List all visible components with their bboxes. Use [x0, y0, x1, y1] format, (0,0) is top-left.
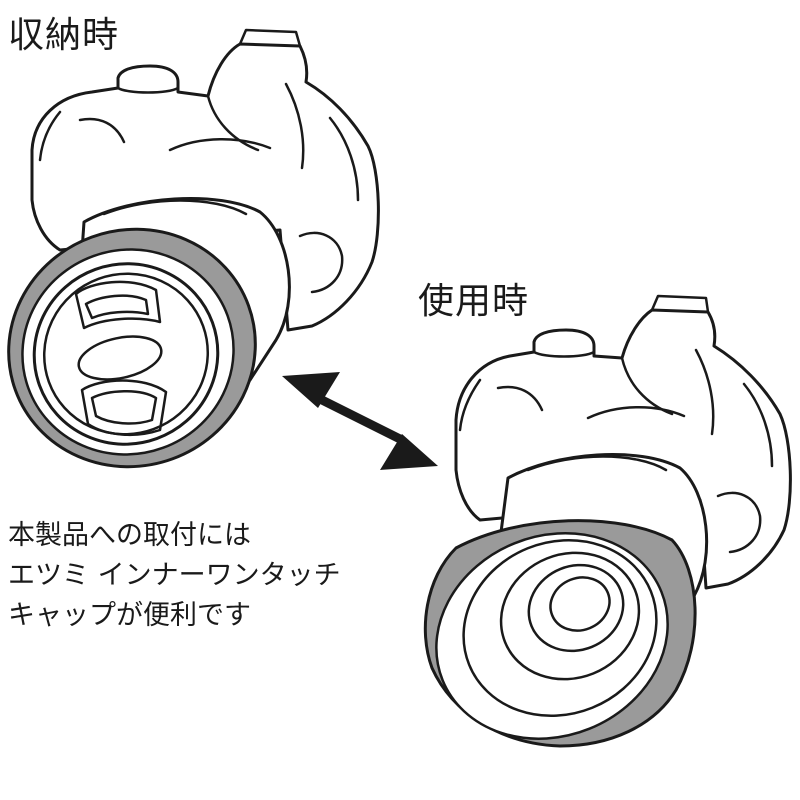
note-line-2: エツミ インナーワンタッチ [8, 560, 341, 591]
stored-label: 収納時 [8, 15, 120, 56]
double-arrow-icon [282, 372, 438, 470]
note-line-3: キャップが便利です [8, 600, 251, 631]
mounting-note: 本製品への取付には エツミ インナーワンタッチ キャップが便利です [8, 516, 341, 636]
camera-in-use [423, 294, 792, 748]
note-line-1: 本製品への取付には [8, 520, 251, 551]
in-use-label: 使用時 [418, 281, 530, 322]
camera-stored [7, 28, 380, 469]
